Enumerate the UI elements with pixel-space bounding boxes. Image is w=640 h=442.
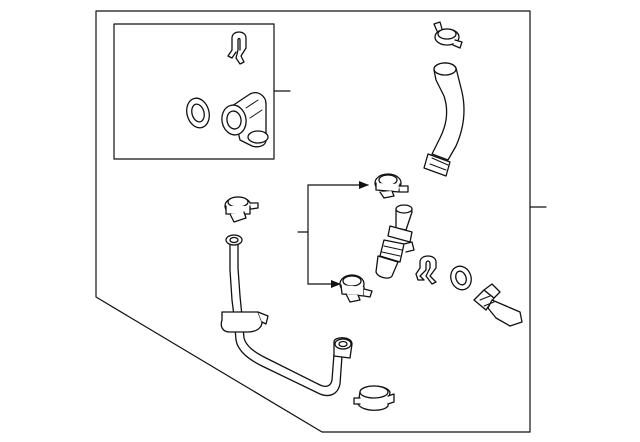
hose-clamp-icon bbox=[224, 196, 259, 223]
hose-clamp-icon bbox=[353, 385, 395, 411]
hose-clamp-icon bbox=[374, 173, 409, 199]
retaining-clip-icon bbox=[227, 31, 247, 65]
temperature-sensor-icon bbox=[473, 283, 523, 327]
coolant-hose-icon bbox=[423, 62, 465, 177]
inset-box bbox=[113, 23, 291, 160]
o-ring-icon bbox=[450, 265, 472, 291]
fitting-icon bbox=[375, 204, 415, 279]
coolant-pipe-icon bbox=[220, 234, 353, 397]
elbow-connector-icon bbox=[221, 92, 269, 148]
retaining-clip-icon bbox=[415, 255, 437, 285]
o-ring-icon bbox=[186, 97, 210, 129]
hose-clamp-icon bbox=[339, 274, 373, 303]
hose-clamp-icon bbox=[433, 21, 463, 49]
assembly-frame bbox=[95, 10, 531, 433]
bracket-arrow-icon bbox=[297, 181, 369, 288]
